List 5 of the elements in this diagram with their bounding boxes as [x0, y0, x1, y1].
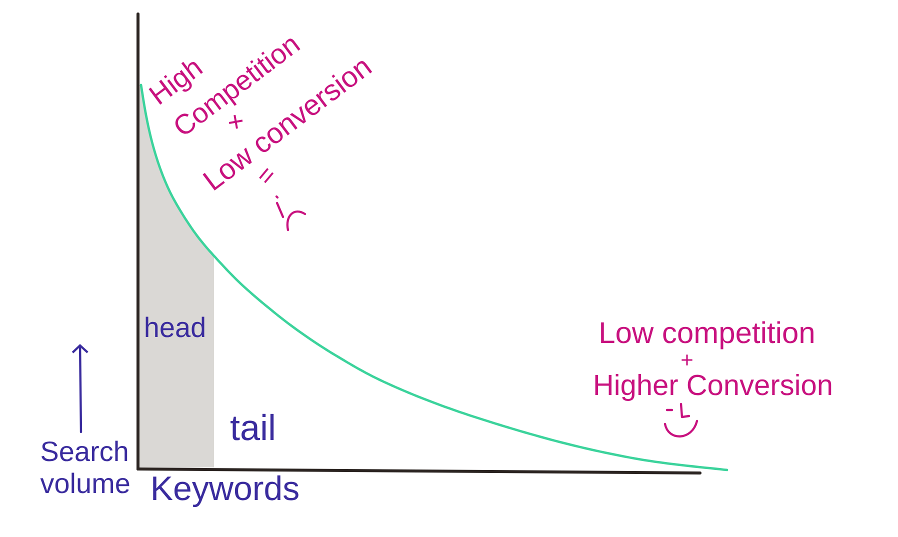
annotation-text: Low competition [601, 321, 814, 350]
annotation-text: Higher Conversion [595, 374, 832, 402]
equals-sign: = [259, 168, 274, 184]
plus-sign: + [682, 354, 692, 366]
axis-label: Search volume [40, 440, 130, 494]
